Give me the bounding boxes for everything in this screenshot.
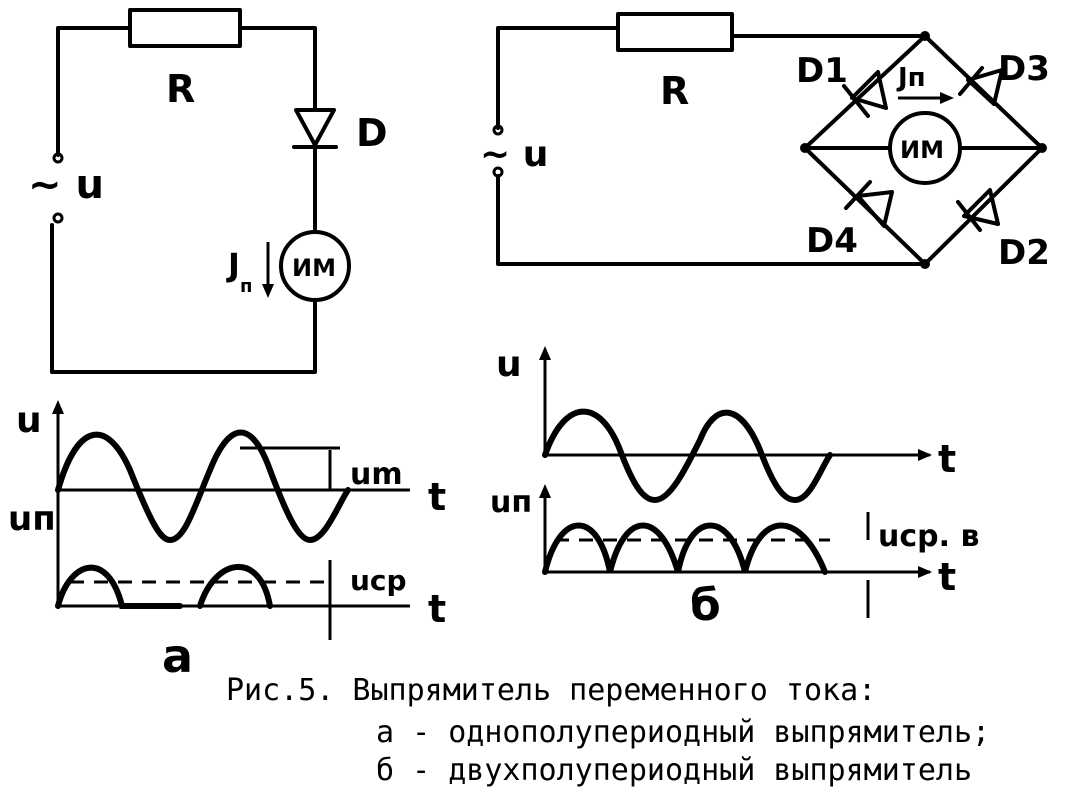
graph-a-bottom-axis-label: uп: [8, 499, 56, 539]
graph-b-bottom-axis-label: uп: [490, 485, 532, 520]
diode-d2: [956, 188, 1000, 232]
graph-a-amplitude-label: um: [350, 457, 403, 492]
graph-a-rectified: [55, 564, 273, 609]
resistor-a-label: R: [166, 67, 195, 111]
resistor-b-label: R: [660, 69, 689, 113]
meter-a-label: ИМ: [292, 254, 336, 282]
diode-d4-label: D4: [806, 221, 858, 261]
figure-caption: Рис.5. Выпрямитель переменного тока: а -…: [226, 673, 990, 788]
resistor-a: [128, 8, 242, 48]
current-arrowhead-b: [940, 92, 954, 104]
meter-b-label: ИМ: [900, 136, 944, 164]
panel-a-letter: а: [162, 629, 193, 683]
current-arrowhead-a: [262, 284, 274, 298]
graph-a-time-label-bottom: t: [428, 587, 446, 631]
diode-a: [292, 108, 338, 149]
graph-a: u uп um uср t t а: [8, 400, 446, 683]
graph-b-top-axis-label: u: [496, 344, 522, 385]
caption-line-3: б - двухполупериодный выпрямитель: [376, 753, 972, 788]
terminal-a-bottom: [52, 212, 64, 224]
diode-a-label: D: [356, 111, 388, 155]
source-a-label: ~ u: [28, 162, 104, 208]
graph-b-sine: [542, 408, 833, 504]
circuit-b: R ~ u ИМ Jп D1 D3 D4 D2: [480, 12, 1050, 273]
resistor-b: [616, 12, 734, 52]
caption-line-1: Рис.5. Выпрямитель переменного тока:: [226, 673, 876, 708]
diode-d2-label: D2: [998, 233, 1050, 273]
diode-d4: [844, 180, 894, 228]
graph-b-average-label: uср. в: [878, 519, 979, 554]
meter-b: [888, 111, 962, 185]
diode-d3-label: D3: [998, 49, 1050, 89]
graph-a-top-axis-label: u: [16, 400, 42, 441]
current-a-subscript: п: [240, 276, 252, 297]
terminal-b-bottom: [492, 166, 504, 178]
caption-line-2: а - однополупериодный выпрямитель;: [376, 715, 990, 750]
graph-b-time-label-bottom: t: [938, 555, 956, 599]
graph-b-rectified: [542, 522, 828, 575]
terminal-b-top: [492, 124, 504, 136]
diode-d3: [958, 66, 1004, 106]
circuit-a: R D ~ u J п ИМ: [28, 8, 388, 374]
graph-b: u uп uср. в t t б: [490, 344, 979, 631]
diode-d1: [842, 70, 888, 118]
current-a-label: J: [226, 246, 240, 284]
diode-d1-label: D1: [796, 51, 848, 91]
terminal-a-top: [52, 152, 64, 164]
panel-b-letter: б: [690, 580, 721, 631]
graph-a-average-label: uср: [350, 564, 407, 597]
current-b-label: Jп: [896, 63, 926, 93]
graph-a-sine: [55, 429, 351, 544]
source-b-label: ~ u: [480, 134, 548, 175]
graph-a-time-label-top: t: [428, 475, 446, 519]
graph-b-time-label-top: t: [938, 437, 956, 481]
